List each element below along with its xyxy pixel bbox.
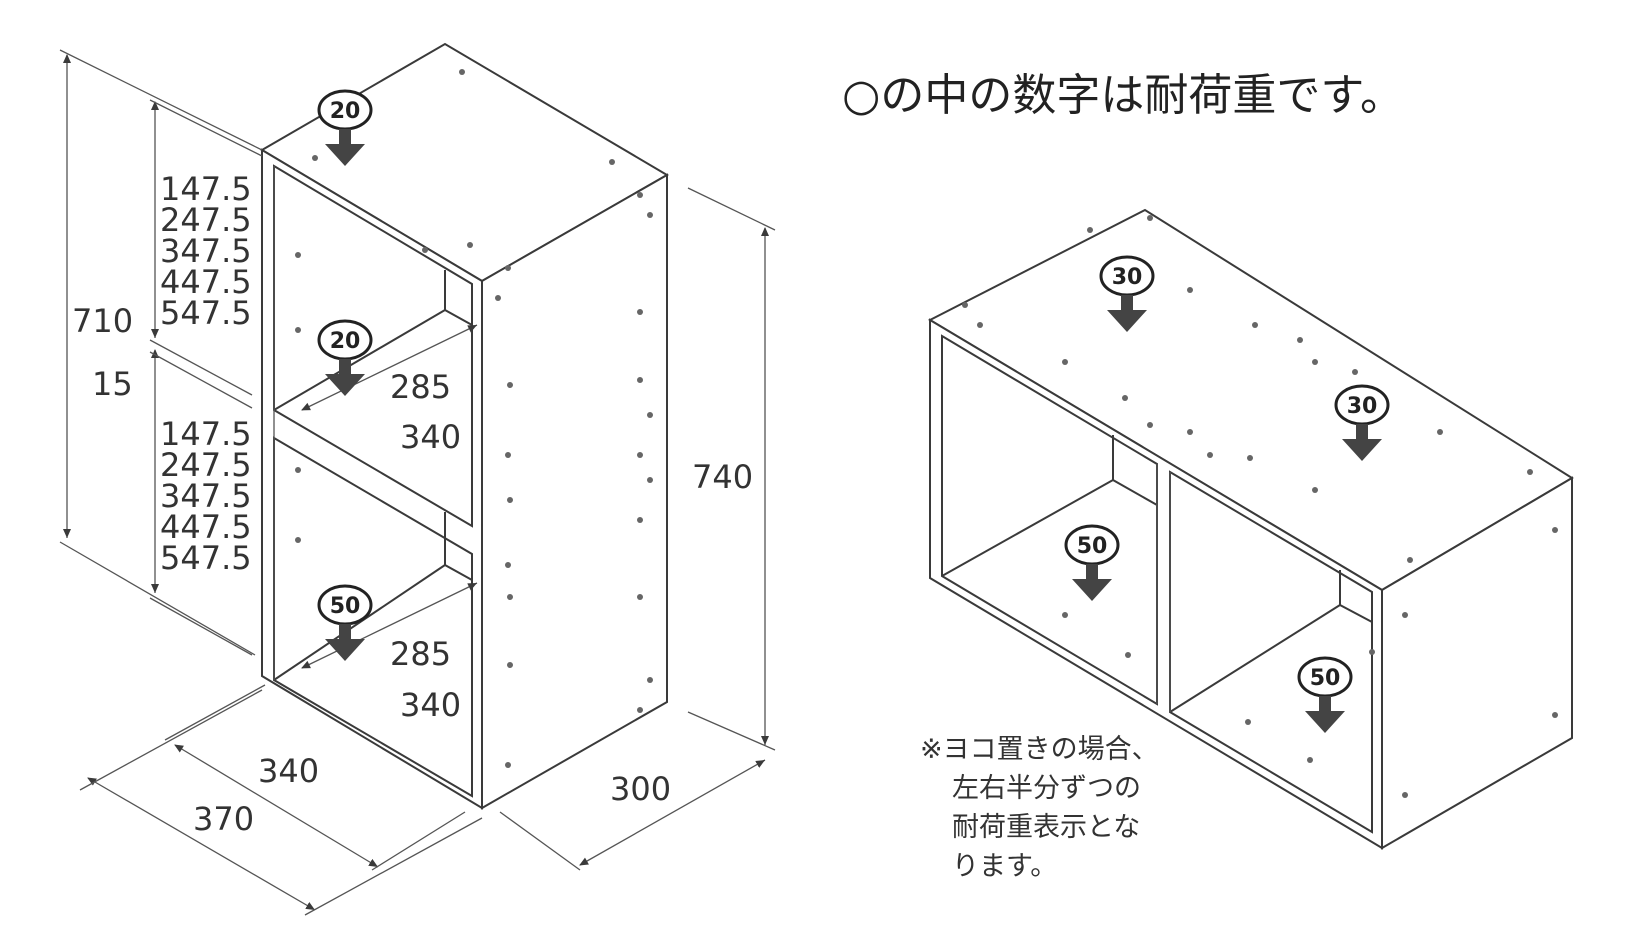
horizontal-shelf: 30 30 50 50 xyxy=(927,208,1574,850)
dim-340-upper: 340 xyxy=(400,418,461,456)
svg-text:447.5: 447.5 xyxy=(160,508,252,546)
svg-text:347.5: 347.5 xyxy=(160,477,252,515)
svg-text:30: 30 xyxy=(1347,394,1378,419)
svg-text:耐荷重表示とな: 耐荷重表示とな xyxy=(952,812,1140,843)
down-arrow-icon xyxy=(1072,564,1112,601)
load-badge-top-left: 30 xyxy=(1099,255,1155,332)
side-holes xyxy=(295,69,653,768)
down-arrow-icon xyxy=(1305,696,1345,733)
svg-text:50: 50 xyxy=(330,594,361,619)
svg-text:ります。: ります。 xyxy=(952,851,1057,882)
svg-text:50: 50 xyxy=(1077,534,1108,559)
load-badge-bottom: 50 xyxy=(317,584,373,661)
dim-285-lower: 285 xyxy=(390,635,451,673)
dim-285-upper: 285 xyxy=(390,368,451,406)
down-arrow-icon xyxy=(325,359,365,396)
dim-740: 740 xyxy=(692,458,753,496)
svg-text:147.5: 147.5 xyxy=(160,170,252,208)
dim-370: 370 xyxy=(193,800,254,838)
top-holes xyxy=(962,215,1558,798)
svg-text:147.5: 147.5 xyxy=(160,415,252,453)
dim-340-bottom: 340 xyxy=(258,752,319,790)
svg-text:547.5: 547.5 xyxy=(160,539,252,577)
dim-300: 300 xyxy=(610,770,671,808)
lower-height-list: 147.5 247.5 347.5 447.5 547.5 xyxy=(160,415,252,577)
svg-text:20: 20 xyxy=(330,99,361,124)
svg-text:50: 50 xyxy=(1310,666,1341,691)
down-arrow-icon xyxy=(1107,295,1147,332)
load-badge-inner-right: 50 xyxy=(1297,656,1353,733)
down-arrow-icon xyxy=(325,624,365,661)
dim-15: 15 xyxy=(92,365,133,403)
down-arrow-icon xyxy=(1342,424,1382,461)
load-badge-inner-left: 50 xyxy=(1064,524,1120,601)
load-badge-middle: 20 xyxy=(317,319,373,396)
vertical-shelf: 710 15 740 147.5 247.5 347.5 447.5 547.5… xyxy=(59,42,776,916)
svg-text:247.5: 247.5 xyxy=(160,201,252,239)
svg-text:247.5: 247.5 xyxy=(160,446,252,484)
title-text: ○の中の数字は耐荷重です。 xyxy=(842,70,1404,121)
dim-710: 710 xyxy=(72,302,133,340)
svg-text:547.5: 547.5 xyxy=(160,294,252,332)
load-badge-top-right: 30 xyxy=(1334,384,1390,461)
svg-text:30: 30 xyxy=(1112,265,1143,290)
dim-340-lower: 340 xyxy=(400,686,461,724)
svg-text:447.5: 447.5 xyxy=(160,263,252,301)
svg-text:20: 20 xyxy=(330,329,361,354)
svg-text:左右半分ずつの: 左右半分ずつの xyxy=(952,773,1141,804)
svg-text:※ヨコ置きの場合、: ※ヨコ置きの場合、 xyxy=(920,734,1159,765)
down-arrow-icon xyxy=(325,129,365,166)
note-text: ※ヨコ置きの場合、 左右半分ずつの 耐荷重表示とな ります。 xyxy=(920,734,1159,882)
load-badge-top: 20 xyxy=(317,89,373,166)
svg-text:347.5: 347.5 xyxy=(160,232,252,270)
upper-height-list: 147.5 247.5 347.5 447.5 547.5 xyxy=(160,170,252,332)
